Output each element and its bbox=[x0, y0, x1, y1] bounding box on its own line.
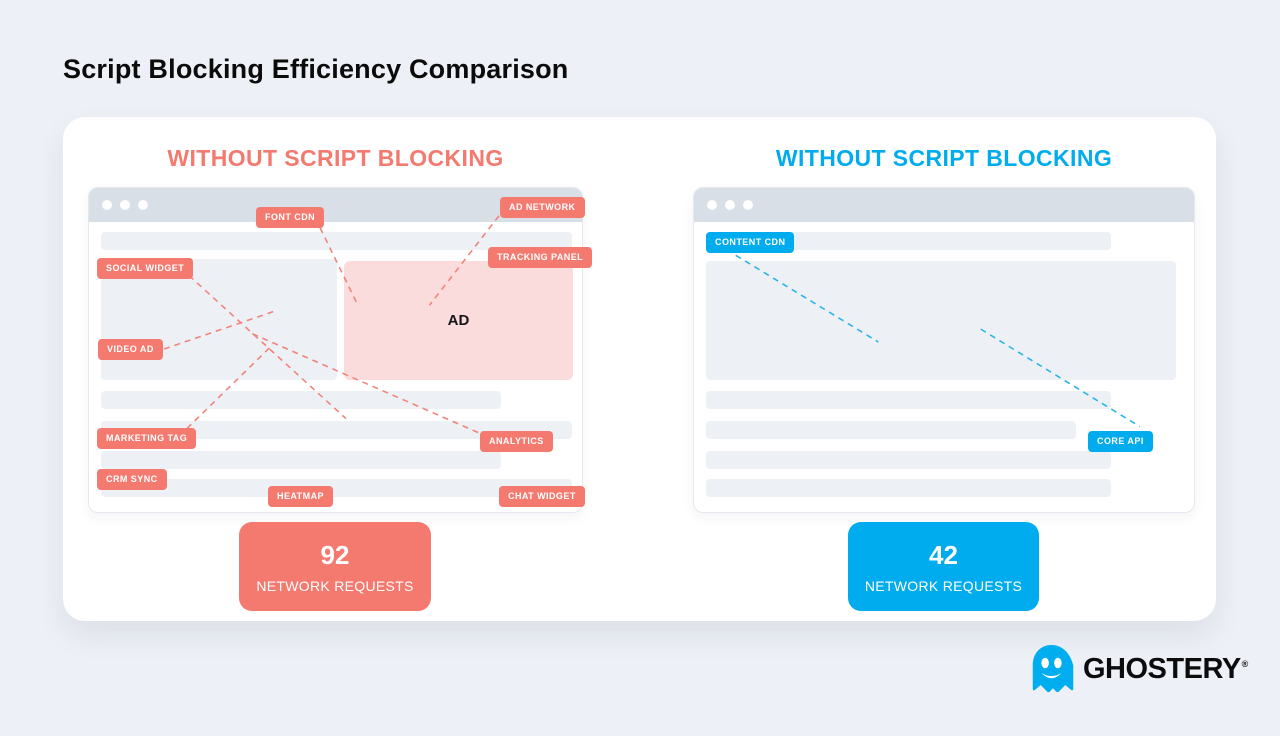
badge-video-ad: VIDEO AD bbox=[98, 339, 163, 360]
comparison-card: WITHOUT SCRIPT BLOCKING AD FONT CDN AD N… bbox=[63, 117, 1216, 621]
ad-placeholder: AD bbox=[344, 261, 573, 380]
content-placeholder-bar bbox=[706, 451, 1111, 469]
content-placeholder-bar bbox=[101, 391, 501, 409]
browser-titlebar-left bbox=[89, 188, 582, 222]
badge-tracking-panel: TRACKING PANEL bbox=[488, 247, 593, 268]
content-placeholder-block bbox=[706, 261, 1176, 380]
brand-name: GHOSTERY bbox=[1083, 652, 1241, 685]
stat-network-requests-left: 92 NETWORK REQUESTS bbox=[239, 522, 431, 611]
panel-left-heading: WITHOUT SCRIPT BLOCKING bbox=[167, 145, 504, 171]
window-dot bbox=[120, 200, 130, 210]
badge-content-cdn: CONTENT CDN bbox=[706, 232, 795, 253]
registered-mark: ® bbox=[1241, 658, 1249, 669]
content-placeholder-bar bbox=[706, 421, 1076, 439]
stat-label: NETWORK REQUESTS bbox=[256, 577, 414, 594]
content-placeholder-bar bbox=[706, 232, 1111, 250]
badge-ad-network: AD NETWORK bbox=[500, 197, 585, 218]
panel-right-heading: WITHOUT SCRIPT BLOCKING bbox=[775, 145, 1113, 171]
ghostery-logo: GHOSTERY® bbox=[1029, 642, 1248, 696]
window-dot bbox=[743, 200, 753, 210]
badge-crm-sync: CRM SYNC bbox=[97, 469, 167, 490]
page-title: Script Blocking Efficiency Comparison bbox=[63, 54, 569, 84]
content-placeholder-bar bbox=[101, 479, 572, 497]
content-placeholder-bar bbox=[101, 451, 501, 469]
badge-chat-widget: CHAT WIDGET bbox=[499, 486, 585, 507]
badge-core-api: CORE API bbox=[1088, 431, 1153, 452]
browser-mockup-right: CONTENT CDN CORE API bbox=[693, 187, 1195, 513]
ad-label: AD bbox=[447, 312, 470, 329]
content-placeholder-bar bbox=[706, 479, 1111, 497]
window-dot bbox=[138, 200, 148, 210]
window-dot bbox=[707, 200, 717, 210]
ghostery-wordmark: GHOSTERY® bbox=[1083, 653, 1248, 686]
stat-network-requests-right: 42 NETWORK REQUESTS bbox=[848, 522, 1039, 611]
stat-value: 92 bbox=[320, 539, 350, 570]
badge-social-widget: SOCIAL WIDGET bbox=[97, 258, 194, 279]
badge-marketing-tag: MARKETING TAG bbox=[97, 428, 197, 449]
browser-titlebar-right bbox=[694, 188, 1194, 222]
badge-heatmap: HEATMAP bbox=[268, 486, 333, 507]
badge-font-cdn: FONT CDN bbox=[256, 207, 325, 228]
content-placeholder-bar bbox=[706, 391, 1111, 409]
browser-mockup-left: AD FONT CDN AD NETWORK SOCIAL WIDGET TRA… bbox=[88, 187, 593, 513]
ghost-icon bbox=[1032, 645, 1074, 693]
stat-value: 42 bbox=[929, 539, 958, 570]
window-dot bbox=[102, 200, 112, 210]
badge-analytics: ANALYTICS bbox=[480, 431, 553, 452]
stat-label: NETWORK REQUESTS bbox=[864, 577, 1023, 594]
window-dot bbox=[725, 200, 735, 210]
